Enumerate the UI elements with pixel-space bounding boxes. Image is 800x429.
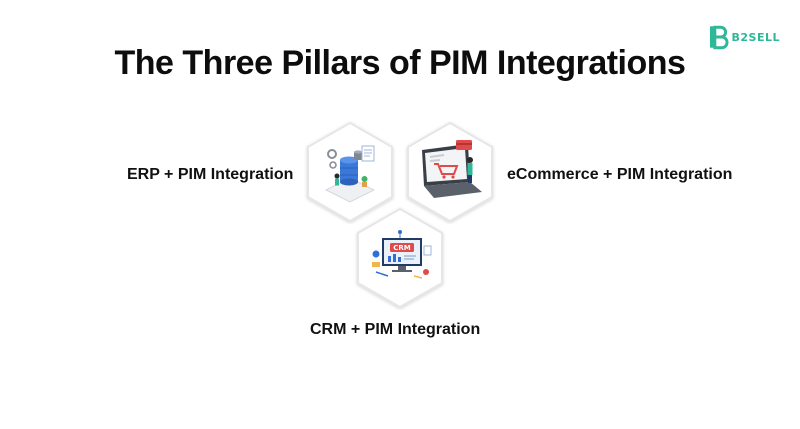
brand-logo-text: B2SELL xyxy=(731,30,780,44)
crm-pillar-hexagon: CRM xyxy=(357,207,443,309)
ecommerce-pillar-label: eCommerce + PIM Integration xyxy=(507,166,733,183)
erp-pillar-hexagon xyxy=(307,121,393,223)
erp-pillar-label: ERP + PIM Integration xyxy=(127,166,294,183)
ecommerce-pillar-hexagon xyxy=(407,121,493,223)
b2sell-logo-icon xyxy=(709,25,729,50)
brand-logo: B2SELL xyxy=(708,22,780,52)
crm-dashboard-icon: CRM xyxy=(372,230,432,279)
page-title: The Three Pillars of PIM Integrations xyxy=(114,44,686,82)
svg-text:CRM: CRM xyxy=(393,244,411,252)
ecommerce-laptop-icon xyxy=(422,140,482,198)
crm-pillar-label: CRM + PIM Integration xyxy=(310,321,481,338)
erp-database-icon xyxy=(324,145,376,203)
